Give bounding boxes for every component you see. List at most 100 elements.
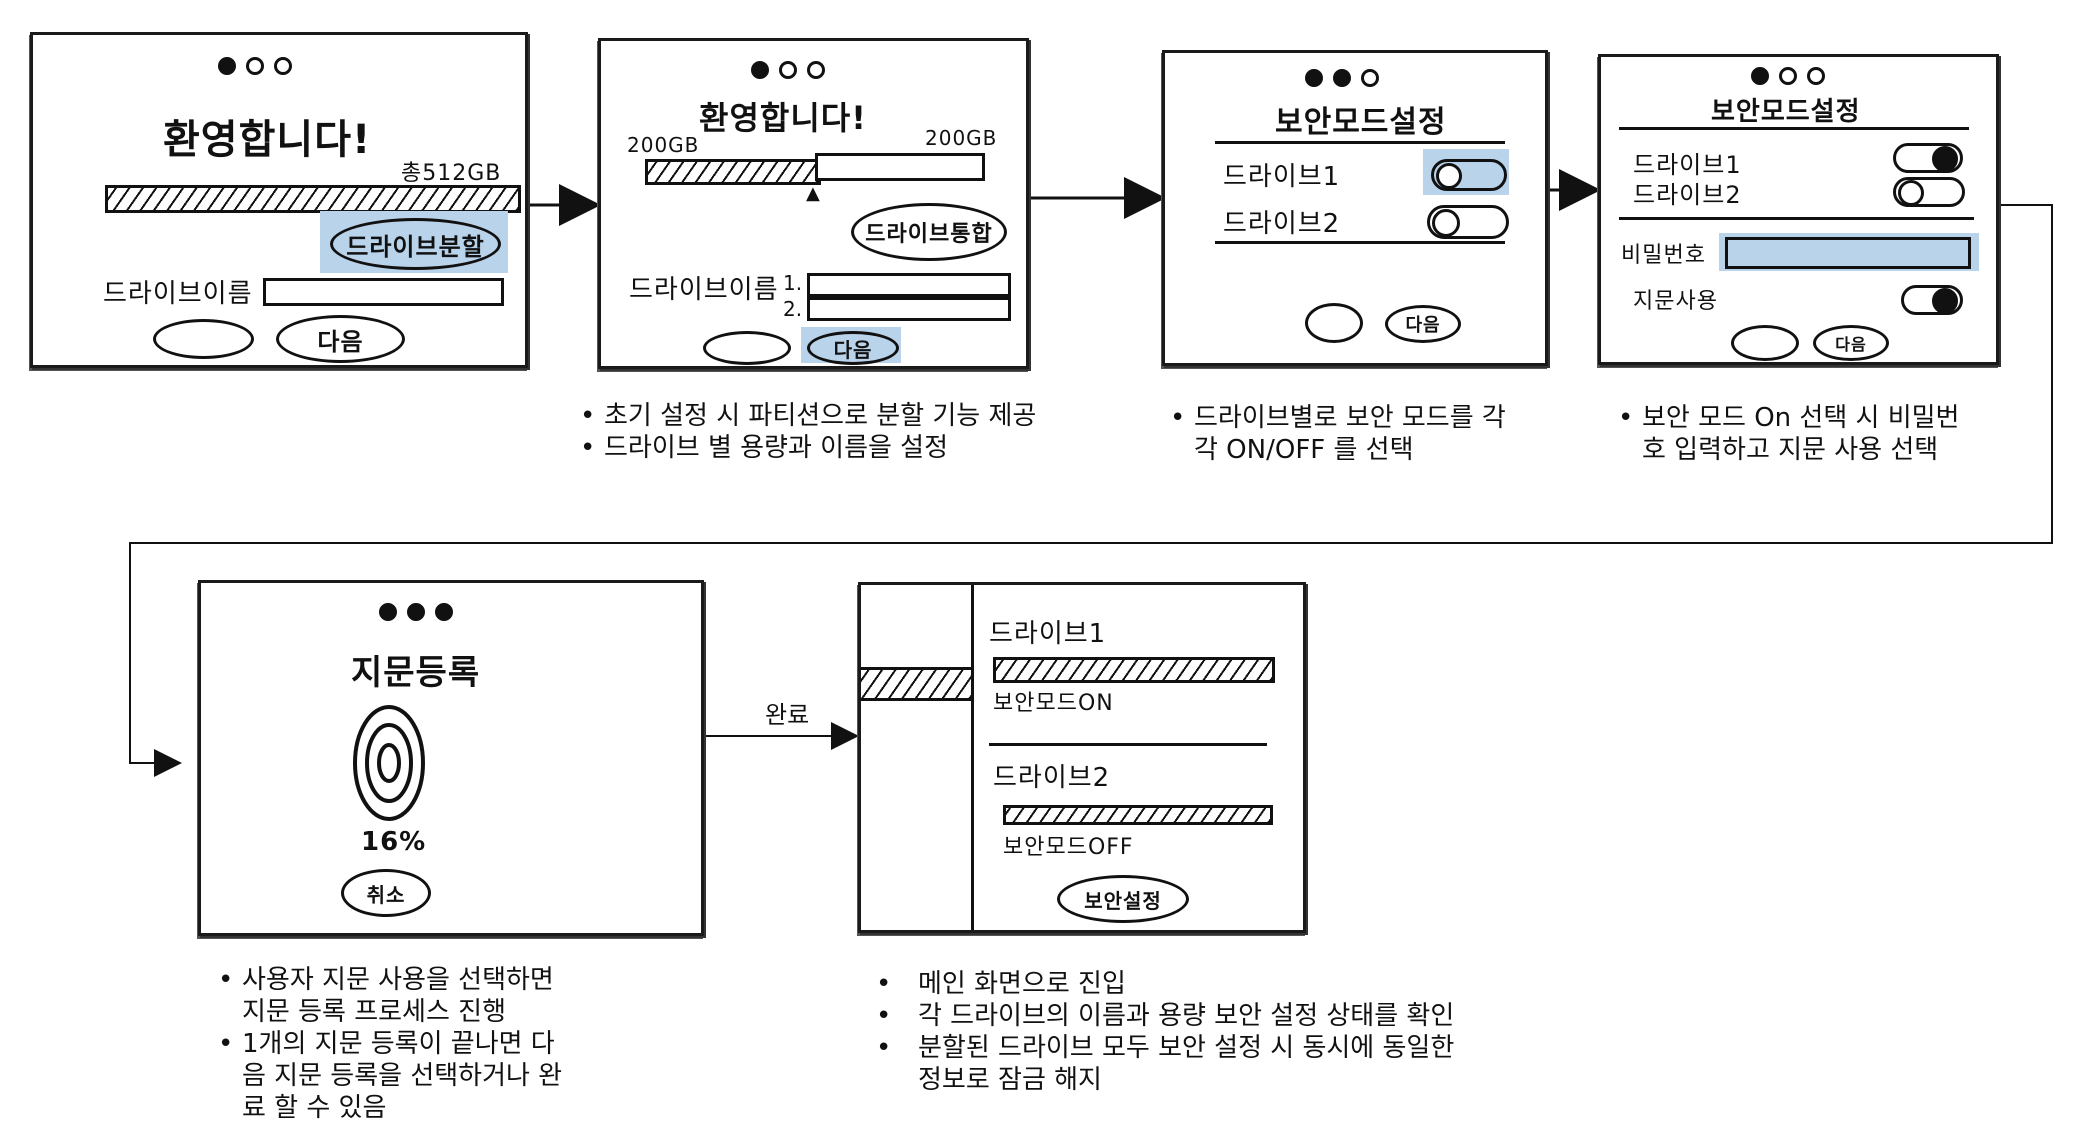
note-item: 분할된 드라이브 모두 보안 설정 시 동시에 동일한: [876, 1032, 1516, 1064]
welcome-screen: 환영합니다! 총512GB 드라이브분할 드라이브이름 다음: [30, 32, 528, 368]
window-dots: [218, 57, 292, 75]
dot-icon: [751, 61, 769, 79]
drive-1-label: 드라이브1: [1223, 162, 1341, 192]
back-button[interactable]: [1731, 325, 1799, 361]
notes-split: 초기 설정 시 파티션으로 분할 기능 제공 드라이브 별 용량과 이름을 설정: [580, 400, 1050, 464]
divider: [1215, 241, 1505, 244]
index-1-label: 1.: [783, 271, 803, 295]
note-item: 사용자 지문 사용을 선택하면: [218, 964, 638, 996]
split-handle-icon[interactable]: ▲: [806, 183, 820, 204]
security-title: 보안모드설정: [1275, 105, 1447, 140]
left-size-label: 200GB: [627, 133, 700, 157]
welcome-title: 환영합니다!: [163, 117, 372, 163]
drive-name-2-input[interactable]: [807, 297, 1011, 321]
note-item: 보안 모드 On 선택 시 비밀번: [1618, 402, 2008, 434]
merge-drive-button[interactable]: 드라이브통합: [851, 203, 1007, 261]
fingerprint-screen: 지문등록 16% 취소: [198, 580, 704, 936]
sidebar-divider: [971, 585, 974, 930]
drive-2-security-status: 보안모드OFF: [1003, 835, 1134, 860]
toggle-knob: [1932, 146, 1958, 172]
cancel-button[interactable]: 취소: [341, 869, 431, 917]
back-button[interactable]: [153, 319, 254, 359]
dot-icon: [1807, 67, 1825, 85]
window-dots: [751, 61, 825, 79]
toggle-knob: [1898, 180, 1924, 206]
divider: [989, 743, 1267, 746]
back-button[interactable]: [1305, 303, 1363, 343]
split-screen: 환영합니다! 200GB 200GB ▲ 드라이브통합 드라이브이름 1. 2.…: [598, 38, 1029, 369]
drive-name-input[interactable]: [263, 278, 504, 306]
arrow-4-5: [129, 204, 2053, 777]
security-password-screen: 보안모드설정 드라이브1 드라이브2 비밀번호 지문사용 다음: [1598, 54, 1999, 365]
dot-icon: [1751, 67, 1769, 85]
drive-1-capacity-bar: [993, 657, 1275, 683]
drive-1-security-toggle[interactable]: [1431, 159, 1507, 191]
drive-2-capacity-bar: [1003, 805, 1273, 825]
note-item-continuation: 료 할 수 있음: [242, 1093, 387, 1123]
next-button[interactable]: 다음: [1813, 325, 1889, 361]
dot-icon: [274, 57, 292, 75]
next-button[interactable]: 다음: [1385, 305, 1461, 343]
dot-icon: [1305, 69, 1323, 87]
drive-1-label: 드라이브1: [1633, 151, 1742, 179]
note-item: 각 드라이브의 이름과 용량 보안 설정 상태를 확인: [876, 1000, 1516, 1032]
note-item-continuation: 각 ON/OFF 를 선택: [1194, 435, 1414, 465]
note-item-continuation: 호 입력하고 지문 사용 선택: [1642, 435, 1939, 465]
password-label: 비밀번호: [1621, 243, 1706, 268]
security-title: 보안모드설정: [1711, 97, 1861, 127]
sidebar-item-selected[interactable]: [861, 667, 974, 701]
complete-arrow-label: 완료: [765, 701, 810, 729]
note-item: 1개의 지문 등록이 끝나면 다: [218, 1028, 638, 1060]
fingerprint-label: 지문사용: [1633, 289, 1718, 314]
drive-2-security-toggle[interactable]: [1427, 205, 1509, 239]
note-item-continuation: 정보로 잠금 해지: [918, 1065, 1102, 1095]
security-settings-button[interactable]: 보안설정: [1057, 875, 1189, 923]
total-capacity-label: 총512GB: [401, 161, 502, 186]
security-mode-screen: 보안모드설정 드라이브1 드라이브2 다음: [1162, 50, 1548, 366]
dot-icon: [1779, 67, 1797, 85]
split-drive-button[interactable]: 드라이브분할: [330, 218, 501, 270]
dot-icon: [246, 57, 264, 75]
dot-icon: [407, 603, 425, 621]
note-item: 드라이브별로 보안 모드를 각: [1170, 402, 1560, 434]
dot-icon: [1333, 69, 1351, 87]
drive-2-label: 드라이브2: [1633, 181, 1742, 209]
fingerprint-icon: [353, 705, 425, 821]
partition-2-bar: [815, 153, 985, 181]
drive-name-1-input[interactable]: [807, 273, 1011, 297]
note-item: 드라이브 별 용량과 이름을 설정: [580, 432, 1050, 464]
next-button[interactable]: 다음: [807, 331, 899, 365]
capacity-bar: [105, 185, 521, 213]
notes-fingerprint: 사용자 지문 사용을 선택하면 지문 등록 프로세스 진행 1개의 지문 등록이…: [218, 964, 638, 1124]
dot-icon: [379, 603, 397, 621]
note-item-continuation: 지문 등록 프로세스 진행: [242, 997, 506, 1027]
password-input[interactable]: [1725, 237, 1971, 269]
drive-2-security-toggle[interactable]: [1893, 177, 1965, 207]
partition-1-bar: [645, 159, 821, 185]
dot-icon: [1361, 69, 1379, 87]
drive-name-label: 드라이브이름: [103, 279, 253, 309]
divider: [1215, 141, 1505, 144]
fingerprint-title: 지문등록: [351, 653, 481, 693]
fingerprint-toggle[interactable]: [1901, 285, 1963, 315]
toggle-knob: [1932, 288, 1958, 314]
next-button[interactable]: 다음: [276, 315, 405, 363]
dot-icon: [435, 603, 453, 621]
welcome-title: 환영합니다!: [699, 99, 867, 137]
right-size-label: 200GB: [925, 126, 998, 150]
back-button[interactable]: [703, 331, 791, 365]
drive-name-label: 드라이브이름: [629, 275, 779, 305]
drive-1-security-toggle[interactable]: [1893, 143, 1963, 173]
note-item: 초기 설정 시 파티션으로 분할 기능 제공: [580, 400, 1050, 432]
window-dots: [379, 603, 453, 621]
toggle-knob: [1432, 209, 1460, 237]
main-screen: 드라이브1 보안모드ON 드라이브2 보안모드OFF 보안설정: [858, 582, 1306, 933]
toggle-knob: [1436, 163, 1462, 189]
index-2-label: 2.: [783, 297, 803, 321]
note-item: 메인 화면으로 진입: [876, 968, 1516, 1000]
fingerprint-progress-text: 16%: [361, 827, 427, 857]
drive-1-label: 드라이브1: [989, 619, 1107, 649]
window-dots: [1305, 69, 1379, 87]
window-dots: [1751, 67, 1825, 85]
